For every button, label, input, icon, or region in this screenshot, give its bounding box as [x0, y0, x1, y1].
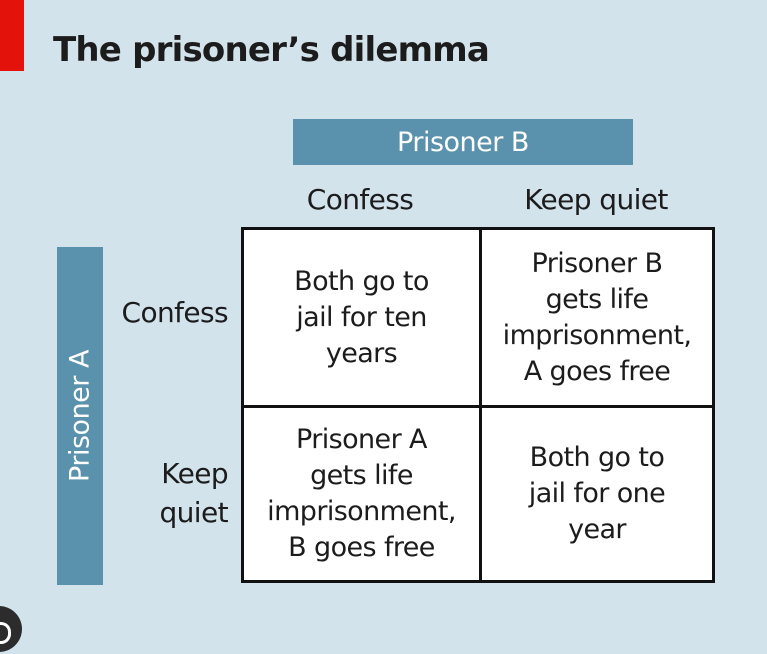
column-label-confess: Confess	[306, 183, 414, 216]
page-title: The prisoner’s dilemma	[53, 30, 490, 70]
red-accent-tag	[0, 0, 24, 71]
matrix-cell-keep-quiet-keep-quiet: Both go to jail for one year	[528, 442, 666, 545]
column-label-keep-quiet: Keep quiet	[524, 183, 668, 216]
prisoner-b-header: Prisoner B	[293, 119, 633, 165]
matrix-horizontal-divider	[244, 405, 712, 408]
matrix-cell-confess-keep-quiet: Prisoner B gets life imprisonment, A goe…	[502, 247, 692, 387]
prisoner-a-header: Prisoner A	[57, 247, 103, 585]
row-label-confess: Confess	[121, 296, 229, 329]
prisoner-a-label: Prisoner A	[64, 350, 96, 482]
row-label-keep-quiet: Keep quiet	[159, 457, 228, 529]
matrix-cell-keep-quiet-confess: Prisoner A gets life imprisonment, B goe…	[267, 424, 456, 563]
payoff-matrix: Both go to jail for ten years Prisoner B…	[241, 227, 715, 583]
avatar-icon[interactable]	[0, 606, 22, 652]
matrix-cell-confess-confess: Both go to jail for ten years	[294, 265, 429, 369]
